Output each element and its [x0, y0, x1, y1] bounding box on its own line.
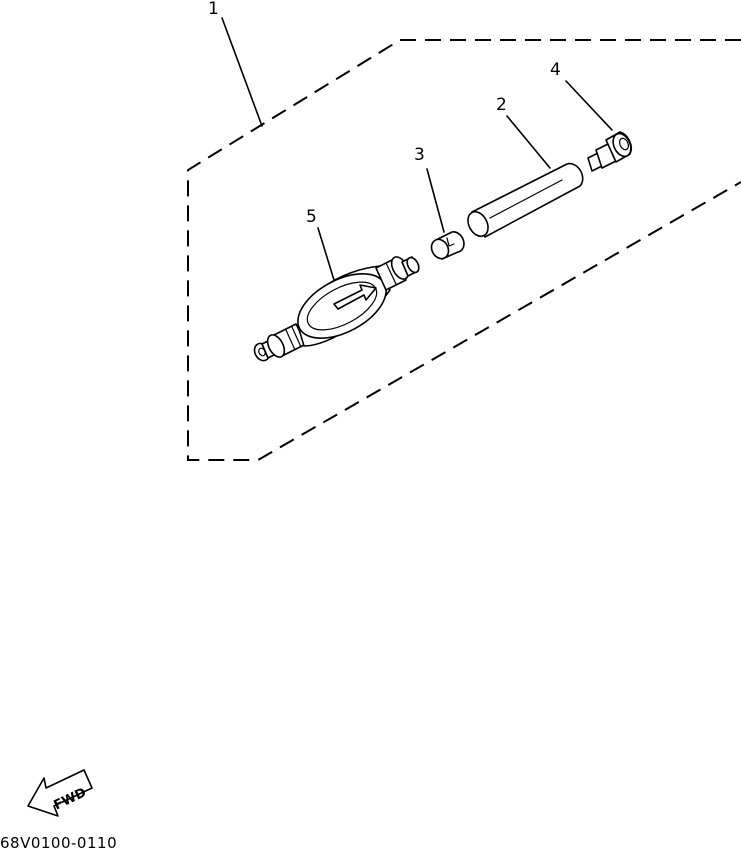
leader-line-1: [221, 17, 263, 127]
callout-3: 3: [414, 145, 425, 165]
callout-1: 1: [208, 0, 219, 19]
hose-joint: [587, 131, 632, 172]
fuel-hose: [467, 162, 584, 238]
hose-clamp: [430, 231, 465, 260]
callout-5: 5: [306, 207, 317, 227]
leader-line-5: [317, 227, 335, 281]
leader-line-2: [506, 115, 551, 169]
assembly-boundary: [187, 39, 741, 461]
callout-2: 2: [496, 95, 507, 115]
leader-line-4: [565, 80, 613, 131]
fwd-arrow-icon: FWD: [27, 769, 93, 817]
leader-line-3: [426, 168, 445, 233]
callout-4: 4: [550, 60, 561, 80]
part-code: 68V0100-0110: [0, 834, 118, 852]
primer-bulb: [253, 256, 420, 362]
